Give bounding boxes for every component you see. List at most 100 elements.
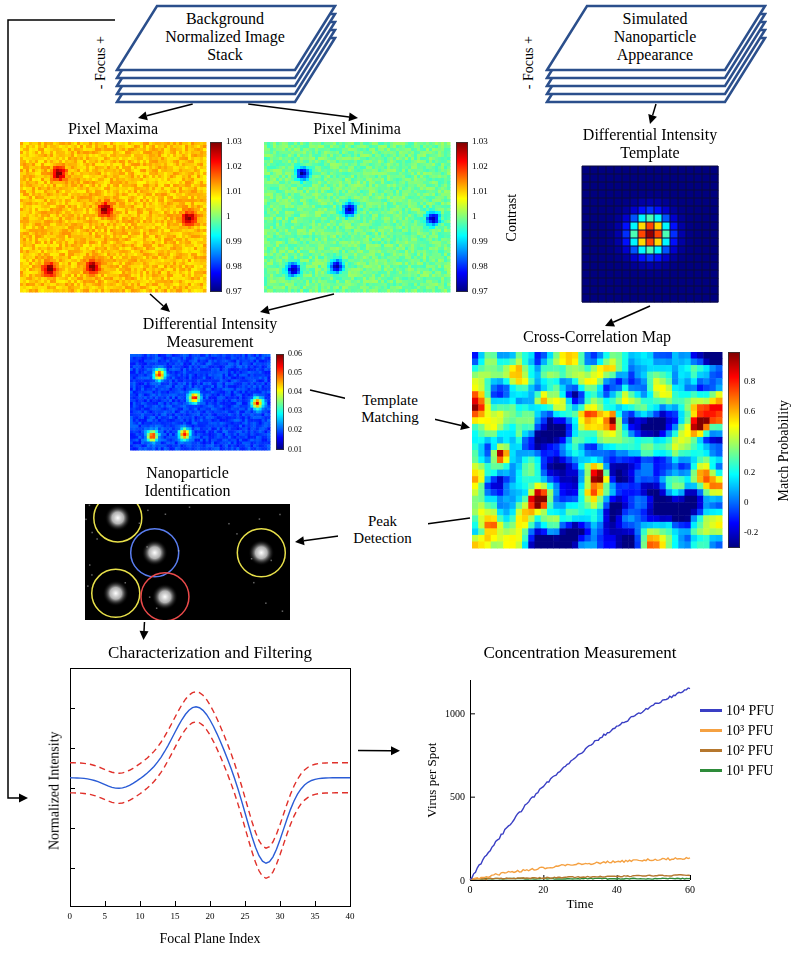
- axis-tick: 20: [206, 912, 215, 922]
- colorbar-tick: 0.4: [744, 437, 755, 447]
- connector-line: [358, 750, 391, 752]
- axis-title: Normalized Intensity: [46, 731, 61, 850]
- connector-line: [248, 104, 349, 117]
- legend-text: 10⁴ PFU: [726, 703, 774, 718]
- colorbar-tick: 0.97: [226, 287, 242, 297]
- colorbar-tick: 1: [472, 212, 477, 222]
- figure-panel: Cross-Correlation Map: [470, 326, 770, 552]
- colorbar-tick: 0.06: [288, 350, 302, 359]
- connector: [150, 294, 170, 312]
- axis-tick: 40: [346, 912, 355, 922]
- arrowhead: [295, 536, 305, 545]
- colorbar-title: Match Probability: [776, 399, 791, 501]
- panel-title: Differential Intensity Template: [565, 126, 735, 162]
- connector: [358, 746, 400, 755]
- figure-panel: Characterization and Filtering: [28, 640, 358, 956]
- figure-panel: Differential Intensity Template: [540, 124, 760, 306]
- figure-panel: Pixel Minima: [262, 118, 502, 294]
- legend-text: 10¹ PFU: [726, 763, 773, 778]
- connector-line: [147, 104, 193, 116]
- arrowhead: [648, 114, 657, 124]
- colorbar-tick: 0.98: [226, 262, 242, 272]
- colorbar-tick: 0: [744, 498, 749, 508]
- stack-sheet: [547, 6, 765, 70]
- colorbar-title: Contrast: [504, 193, 519, 240]
- colorbar-tick: 0.99: [472, 237, 488, 247]
- legend-text: 10² PFU: [726, 743, 773, 758]
- colorbar-tick: -0.2: [744, 528, 758, 538]
- legend-swatch: [700, 769, 722, 772]
- panel-title: Concentration Measurement: [450, 643, 710, 662]
- panel-title: Pixel Minima: [262, 120, 452, 138]
- arrowhead: [19, 794, 28, 803]
- axis-tick: 500: [450, 791, 465, 802]
- axis-tick: 60: [685, 884, 695, 895]
- axis-title: Time: [567, 897, 594, 911]
- axis-title: Virus per Spot: [425, 743, 439, 818]
- colorbar-tick: 1: [226, 212, 231, 222]
- focus-axis-label: - Focus +: [92, 36, 107, 89]
- axis-tick: 0: [460, 875, 465, 886]
- panel-title: Pixel Maxima: [18, 120, 208, 138]
- panel-title: Differential Intensity Measurement: [115, 315, 305, 351]
- stack-sheet: [117, 6, 335, 70]
- axis-tick: 10: [136, 912, 145, 922]
- axis-tick: 35: [311, 912, 320, 922]
- connector-line: [143, 622, 145, 631]
- figure-panel: Pixel Maxima: [18, 118, 258, 294]
- focus-axis-label: - Focus +: [520, 36, 535, 89]
- colorbar-tick: 0.8: [744, 377, 755, 387]
- figure-canvas: [470, 326, 770, 552]
- axis-tick: 0: [68, 912, 73, 922]
- stack-label: Background Normalized Image Stack: [161, 10, 289, 64]
- connector: [648, 104, 657, 124]
- legend-swatch: [700, 749, 722, 752]
- axis-tick: 40: [612, 884, 622, 895]
- colorbar-tick: 0.99: [226, 237, 242, 247]
- axis-tick: 25: [241, 912, 250, 922]
- colorbar-tick: 1.03: [226, 137, 242, 147]
- panel-title: Nanoparticle Identification: [125, 464, 250, 500]
- connector-line: [269, 294, 334, 310]
- axis-tick: 1000: [445, 708, 465, 719]
- legend-text: 10³ PFU: [726, 723, 773, 738]
- arrowhead: [391, 746, 400, 755]
- colorbar-tick: 0.98: [472, 262, 488, 272]
- colorbar-tick: 0.05: [288, 369, 302, 378]
- stack-label: Simulated Nanoparticle Appearance: [591, 10, 719, 64]
- colorbar-tick: 0.2: [744, 468, 755, 478]
- panel-title: Cross-Correlation Map: [472, 328, 722, 346]
- arrowhead: [460, 421, 470, 430]
- figure-panel: Differential Intensity Measurement: [110, 312, 310, 454]
- connector: [140, 622, 149, 640]
- arrowhead: [140, 631, 149, 640]
- legend-swatch: [700, 709, 722, 712]
- colorbar-tick: 0.02: [288, 426, 302, 435]
- edge-label: Template Matching: [345, 391, 435, 427]
- axis-tick: 5: [103, 912, 108, 922]
- image-stack: Background Normalized Image Stack: [115, 4, 337, 104]
- edge-label: Peak Detection: [338, 512, 428, 548]
- connector-line: [653, 104, 656, 115]
- colorbar-tick: 0.01: [288, 446, 302, 455]
- colorbar-tick: 0.04: [288, 388, 302, 397]
- connector-line: [613, 306, 650, 322]
- figure-canvas: [18, 118, 258, 294]
- colorbar-tick: 1.02: [472, 162, 488, 172]
- colorbar-tick: 1.02: [226, 162, 242, 172]
- connector: [605, 306, 650, 326]
- axis-tick: 30: [276, 912, 285, 922]
- colorbar-tick: 0.6: [744, 407, 755, 417]
- colorbar-tick: 1.01: [472, 187, 488, 197]
- connector: [310, 390, 470, 430]
- axis-tick: 20: [538, 884, 548, 895]
- axis-tick: 15: [171, 912, 180, 922]
- figure-panel: Nanoparticle Identification: [80, 462, 295, 622]
- figure-canvas: [262, 118, 502, 294]
- colorbar-tick: 1.03: [472, 137, 488, 147]
- figure-canvas: [28, 640, 358, 956]
- legend-swatch: [700, 729, 722, 732]
- axis-title: Focal Plane Index: [160, 931, 261, 946]
- colorbar-tick: 0.97: [472, 287, 488, 297]
